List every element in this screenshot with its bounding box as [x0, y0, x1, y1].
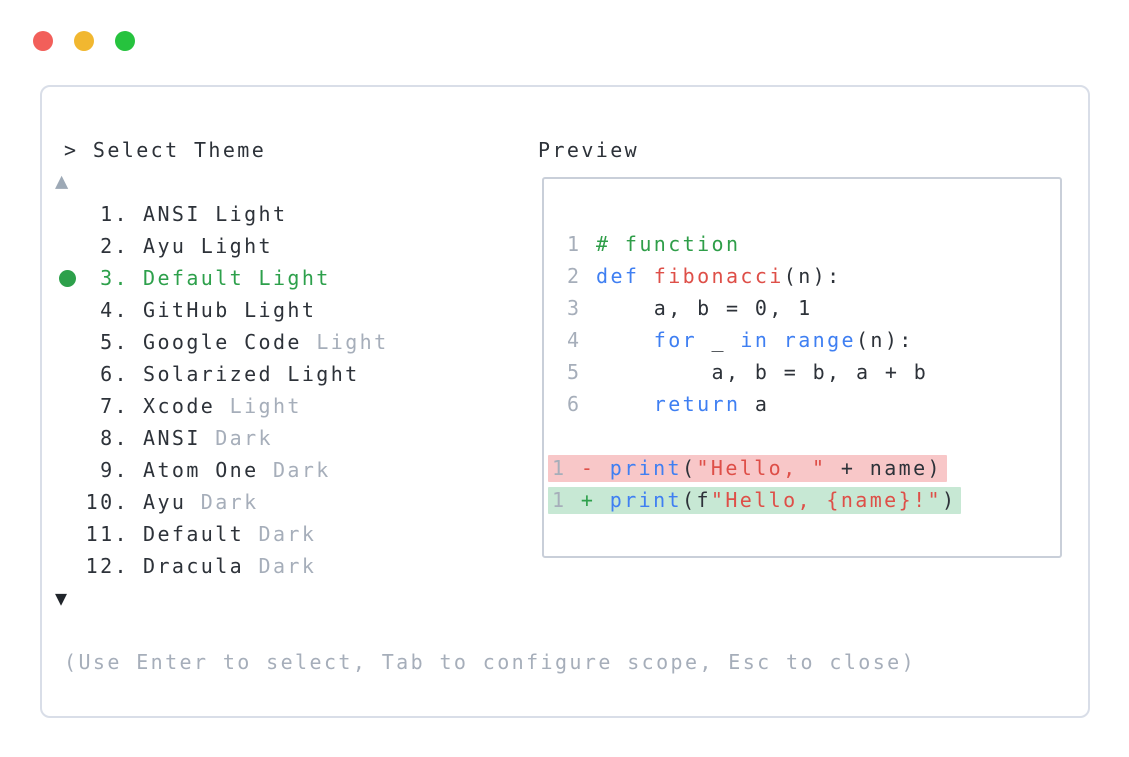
- scroll-down-icon[interactable]: ▼: [55, 586, 70, 610]
- theme-item-ayu-light[interactable]: 2. Ayu Light: [55, 230, 916, 262]
- theme-list: 1. ANSI Light 2. Ayu Light 3. Default Light 4.…: [55, 198, 916, 582]
- theme-number: 1.: [100, 202, 129, 226]
- theme-number: 11.: [85, 522, 129, 546]
- spacer-row: [55, 614, 916, 646]
- theme-label: Ayu Light: [143, 234, 273, 258]
- theme-number: 10.: [85, 490, 129, 514]
- theme-name: Ayu: [143, 490, 187, 514]
- theme-number: 6.: [100, 362, 129, 386]
- code-line: 6 return a: [567, 388, 1060, 420]
- theme-name: ANSI Light: [143, 202, 288, 226]
- theme-label: GitHub Light: [143, 298, 316, 322]
- theme-name: Default Light: [143, 266, 331, 290]
- theme-variant-suffix: Dark: [258, 522, 317, 546]
- minimize-button[interactable]: [74, 31, 94, 51]
- theme-variant-suffix: Dark: [272, 458, 331, 482]
- diff-line-removed: 1 - print("Hello, " + name): [548, 452, 1060, 484]
- diff-highlight: 1 - print("Hello, " + name): [548, 454, 947, 482]
- theme-item-default-light[interactable]: 3. Default Light: [55, 262, 916, 294]
- theme-label: Default Light: [143, 266, 331, 290]
- theme-number: 9.: [100, 458, 129, 482]
- theme-variant-suffix: Dark: [200, 490, 259, 514]
- diff-highlight: 1 + print(f"Hello, {name}!"): [548, 486, 962, 514]
- line-number: 2: [567, 264, 582, 288]
- selected-dot-icon: [58, 269, 76, 287]
- theme-variant-suffix: Light: [229, 394, 302, 418]
- preview-title: Preview: [538, 138, 640, 162]
- theme-label: Xcode Light: [143, 394, 302, 418]
- line-number: 1: [552, 487, 581, 512]
- theme-label: Dracula Dark: [143, 554, 316, 578]
- theme-variant-suffix: Dark: [215, 426, 273, 450]
- code-line: 3 a, b = 0, 1: [567, 292, 1060, 324]
- theme-label: Solarized Light: [143, 362, 360, 386]
- theme-name: Google Code: [143, 330, 302, 354]
- theme-label: Ayu Dark: [143, 490, 259, 514]
- theme-name: Xcode: [143, 394, 216, 418]
- line-number: 4: [567, 328, 582, 352]
- theme-number: 4.: [100, 298, 129, 322]
- theme-number: 2.: [100, 234, 129, 258]
- theme-variant-suffix: Dark: [258, 554, 317, 578]
- theme-name: Atom One: [143, 458, 259, 482]
- theme-name: Solarized Light: [143, 362, 360, 386]
- help-text: (Use Enter to select, Tab to configure s…: [64, 650, 917, 674]
- scroll-up-icon[interactable]: ▲: [55, 169, 71, 194]
- preview-diff: 1 - print("Hello, " + name) 1 + print(f"H…: [548, 452, 1060, 516]
- line-number: 6: [567, 392, 582, 416]
- code-line: 5 a, b = b, a + b: [567, 356, 1060, 388]
- theme-item-ayu[interactable]: 10. Ayu Dark: [55, 486, 916, 518]
- theme-number: 3.: [100, 266, 129, 290]
- theme-label: Default Dark: [143, 522, 316, 546]
- line-number: 1: [552, 455, 581, 480]
- window-controls: [33, 31, 156, 51]
- theme-number: 12.: [85, 554, 129, 578]
- theme-number: 5.: [100, 330, 129, 354]
- select-theme-prompt: > Select Theme: [64, 138, 267, 162]
- theme-item-default[interactable]: 11. Default Dark: [55, 518, 916, 550]
- theme-label: Google Code Light: [143, 330, 389, 354]
- theme-item-solarized-light[interactable]: 6. Solarized Light: [55, 358, 916, 390]
- theme-number: 8.: [100, 426, 129, 450]
- theme-name: Default: [143, 522, 245, 546]
- theme-item-xcode[interactable]: 7. Xcode Light: [55, 390, 916, 422]
- theme-label: ANSI Light: [143, 202, 287, 226]
- theme-label: Atom One Dark: [143, 458, 331, 482]
- code-line: 4 for _ in range(n):: [567, 324, 1060, 356]
- theme-variant-suffix: Light: [316, 330, 389, 354]
- theme-item-github-light[interactable]: 4. GitHub Light: [55, 294, 916, 326]
- code-line: 1# function: [567, 228, 1060, 260]
- theme-menu: > Select Theme ▲ 1. ANSI Light 2. Ayu Light…: [55, 134, 916, 678]
- theme-item-atom-one[interactable]: 9. Atom One Dark: [55, 454, 916, 486]
- theme-item-dracula[interactable]: 12. Dracula Dark: [55, 550, 916, 582]
- theme-item-google-code[interactable]: 5. Google Code Light: [55, 326, 916, 358]
- theme-name: Ayu Light: [143, 234, 273, 258]
- selection-indicator: [55, 269, 79, 287]
- diff-line-added: 1 + print(f"Hello, {name}!"): [548, 484, 1060, 516]
- theme-label: ANSI Dark: [143, 426, 273, 450]
- theme-item-ansi-light[interactable]: 1. ANSI Light: [55, 198, 916, 230]
- line-number: 3: [567, 296, 582, 320]
- line-number: 5: [567, 360, 582, 384]
- theme-picker-panel: > Select Theme ▲ 1. ANSI Light 2. Ayu Light…: [40, 85, 1090, 718]
- close-button[interactable]: [33, 31, 53, 51]
- theme-name: Dracula: [143, 554, 245, 578]
- theme-name: ANSI: [143, 426, 201, 450]
- theme-name: GitHub Light: [143, 298, 317, 322]
- zoom-button[interactable]: [115, 31, 135, 51]
- theme-number: 7.: [100, 394, 129, 418]
- line-number: 1: [567, 232, 582, 256]
- theme-item-ansi[interactable]: 8. ANSI Dark: [55, 422, 916, 454]
